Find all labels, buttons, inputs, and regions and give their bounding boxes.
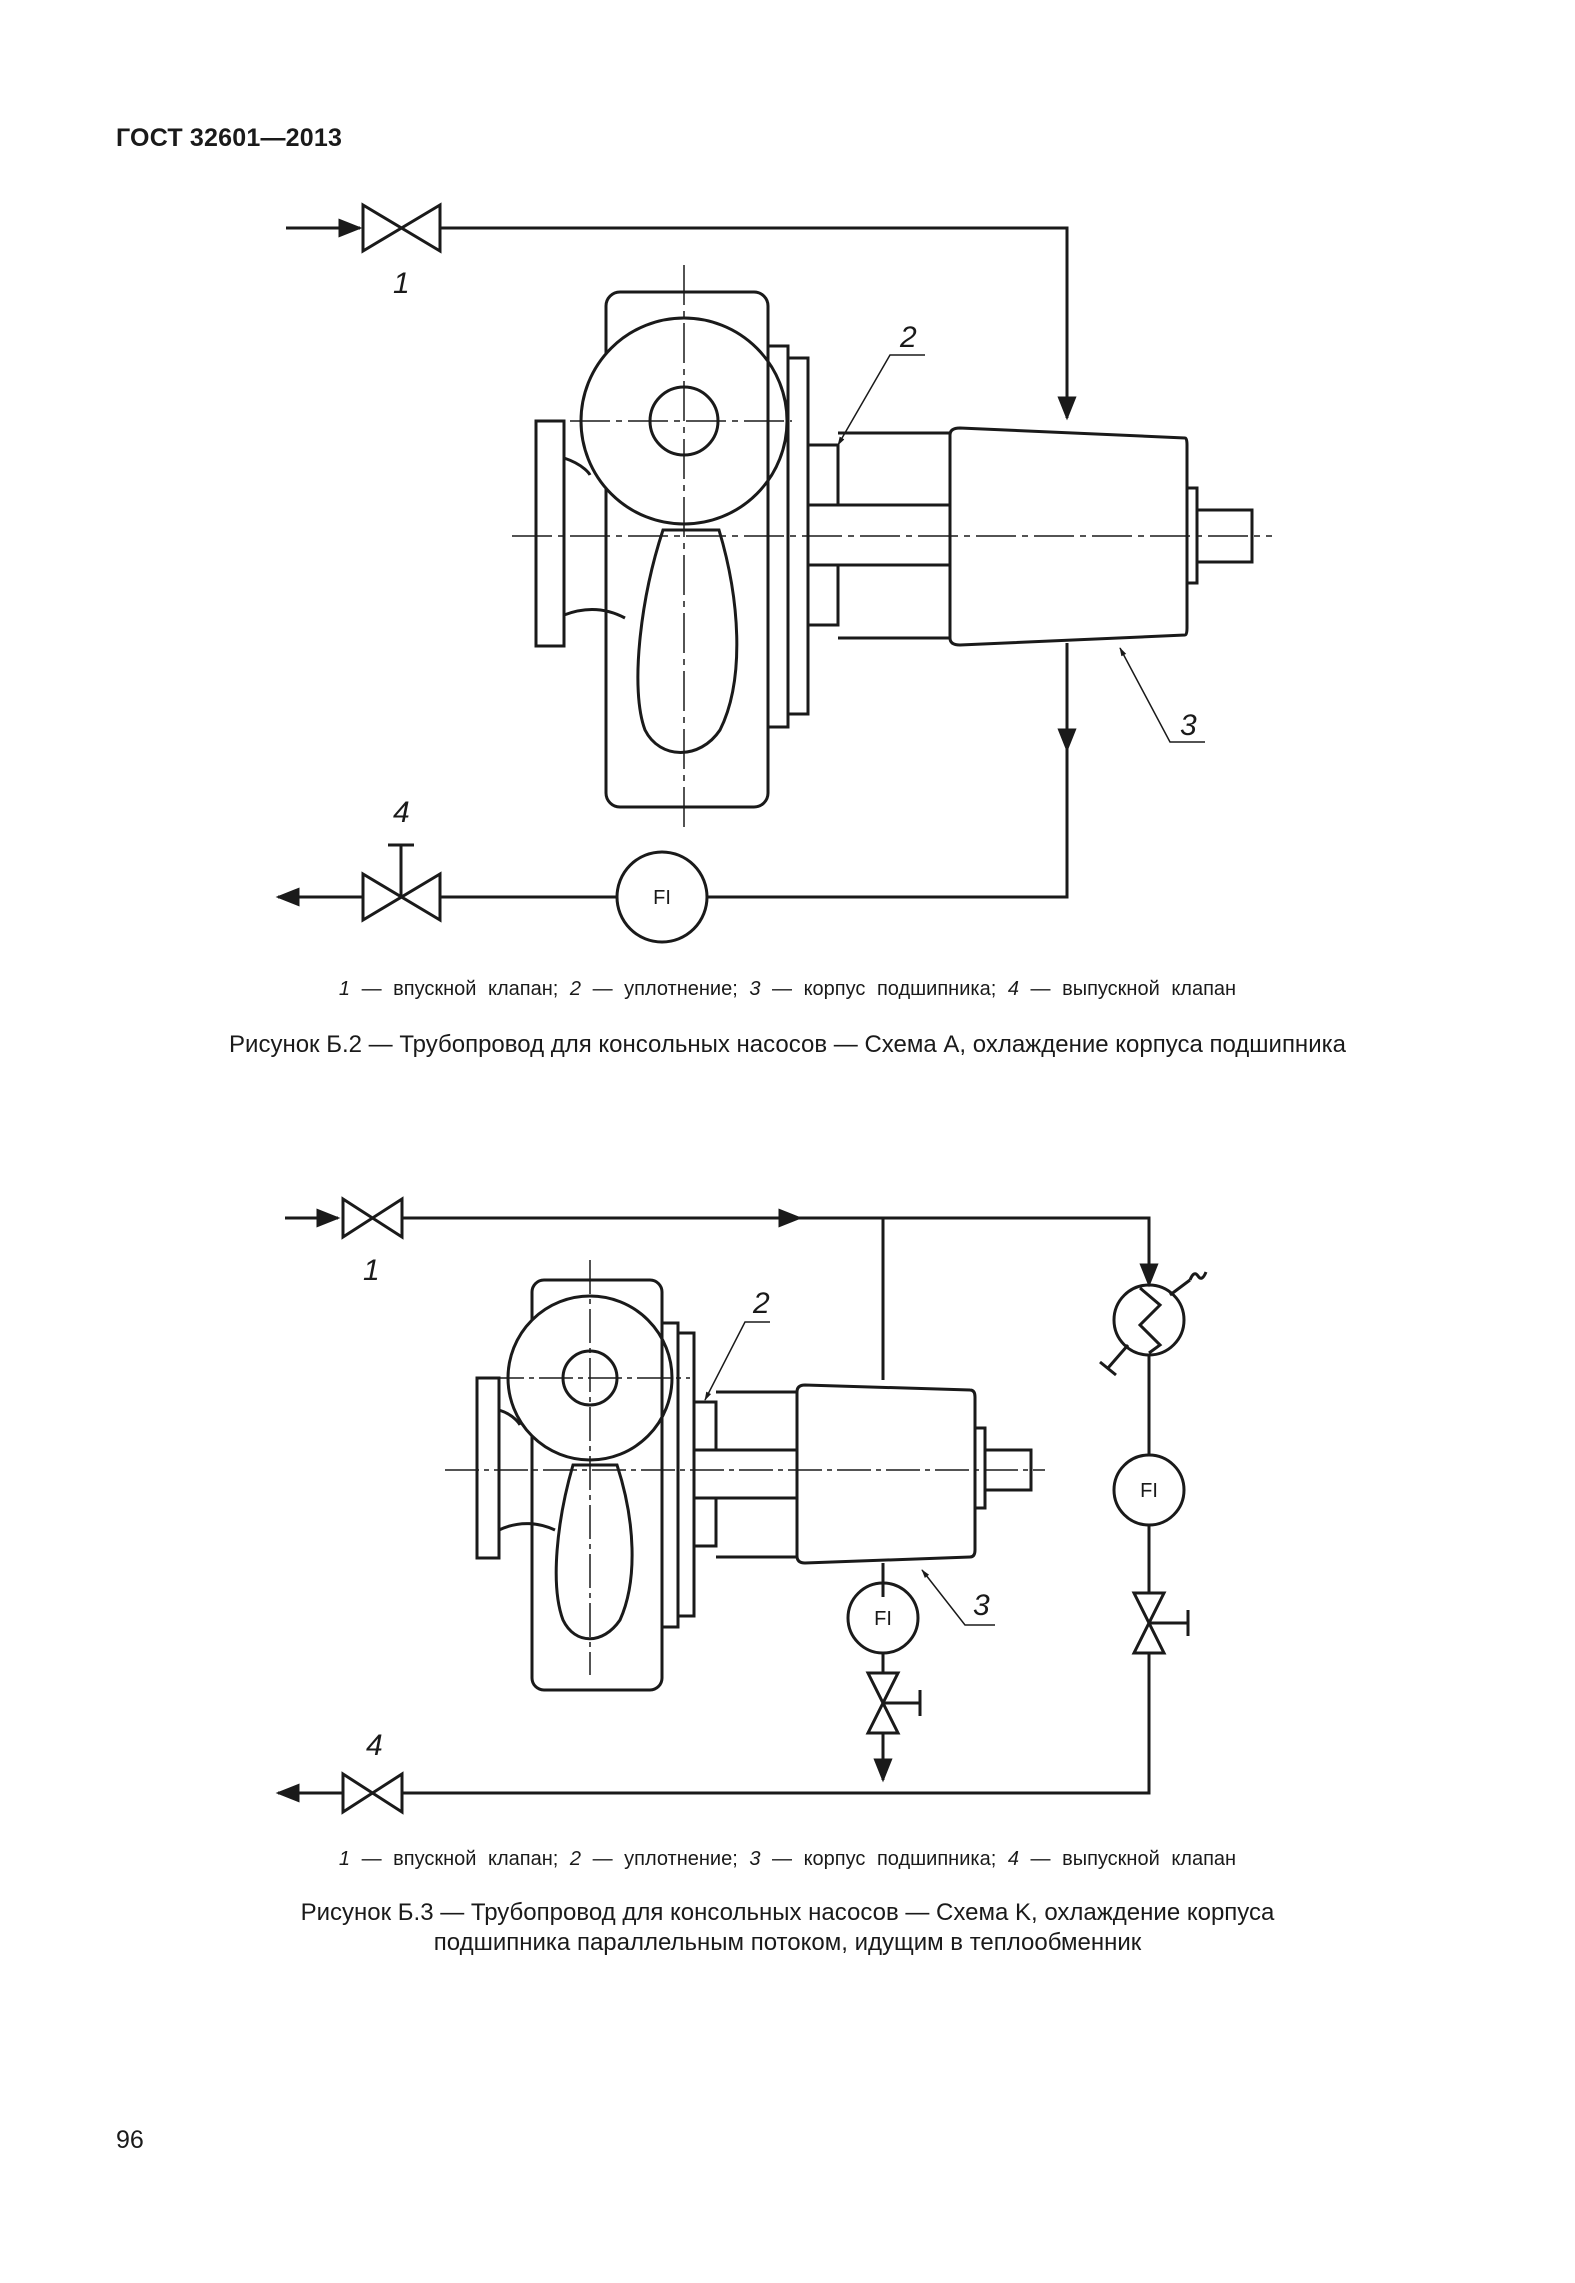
callout-3: 3 xyxy=(1180,709,1197,742)
seal xyxy=(806,443,840,507)
legend-text-4: — выпускной клапан xyxy=(1018,978,1237,1000)
figure-b3-caption-line-1: Рисунок Б.3 — Трубопровод для консольных… xyxy=(300,1899,1275,1926)
supply-pipe xyxy=(440,226,1077,421)
legend-num-2: 2 xyxy=(569,978,582,1000)
bearing-housing xyxy=(948,426,1189,647)
outlet-valve xyxy=(361,871,442,923)
figure-b2-diagram: 1 2 3 4 FI xyxy=(275,202,1272,944)
flow-indicator-label: FI xyxy=(653,887,671,909)
bearing-housing xyxy=(795,1383,977,1565)
legend-text-3: — корпус подшипника; xyxy=(760,1848,1008,1870)
legend-num-3: 3 xyxy=(749,978,761,1000)
figure-b3-caption-line-2: подшипника параллельным потоком, идущим … xyxy=(433,1929,1142,1956)
document-header: ГОСТ 32601—2013 xyxy=(116,124,343,152)
legend-num-1: 1 xyxy=(338,1848,351,1870)
legend-text-2: — уплотнение; xyxy=(581,1848,750,1870)
callout-1: 1 xyxy=(363,1254,380,1287)
callout-1: 1 xyxy=(393,267,410,300)
figure-b3-diagram: 1 2 3 4 FI FI xyxy=(275,1196,1208,1815)
legend-text-4: — выпускной клапан xyxy=(1018,1848,1237,1870)
outlet-valve xyxy=(341,1771,404,1815)
figure-b3-legend: 1 — впускной клапан; 2 — уплотнение; 3 —… xyxy=(0,1848,1575,1871)
pump-flange xyxy=(534,419,566,648)
legend-text-1: — впускной клапан; xyxy=(350,978,570,1000)
supply-pipe xyxy=(790,1216,1159,1288)
legend-num-1: 1 xyxy=(338,978,351,1000)
figure-b2: 1 2 3 4 FI 1 — впускной клапан; 2 — упло… xyxy=(0,0,1575,1080)
throttle-valve xyxy=(1131,1591,1167,1655)
flow-indicator-2-label: FI xyxy=(1140,1480,1158,1502)
seal xyxy=(692,1400,718,1452)
inlet-valve xyxy=(341,1196,404,1240)
pump-discharge xyxy=(636,528,739,754)
callout-3: 3 xyxy=(973,1589,990,1622)
figure-b3-caption: Рисунок Б.3 — Трубопровод для консольных… xyxy=(0,1898,1575,1958)
legend-num-4: 4 xyxy=(1007,978,1019,1000)
legend-text-2: — уплотнение; xyxy=(581,978,750,1000)
page-number: 96 xyxy=(116,2126,144,2154)
drain-valve xyxy=(865,1671,901,1735)
legend-text-1: — впускной клапан; xyxy=(350,1848,570,1870)
pump-discharge xyxy=(554,1463,634,1641)
callout-4: 4 xyxy=(393,796,410,829)
figure-b2-caption: Рисунок Б.2 — Трубопровод для консольных… xyxy=(229,1031,1346,1058)
inlet-valve xyxy=(361,202,442,254)
flow-indicator-1-label: FI xyxy=(874,1608,892,1630)
callout-2: 2 xyxy=(899,321,917,354)
callout-2: 2 xyxy=(752,1287,770,1320)
legend-num-3: 3 xyxy=(749,1848,761,1870)
pump-flange xyxy=(475,1376,501,1560)
callout-4: 4 xyxy=(366,1729,383,1762)
legend-num-4: 4 xyxy=(1007,1848,1019,1870)
figure-b3: 1 2 3 4 FI FI 1 — впускной клапан; 2 — у… xyxy=(0,1180,1575,1980)
legend-text-3: — корпус подшипника; xyxy=(760,978,1008,1000)
legend-num-2: 2 xyxy=(569,1848,582,1870)
figure-b2-legend: 1 — впускной клапан; 2 — уплотнение; 3 —… xyxy=(0,978,1575,1001)
